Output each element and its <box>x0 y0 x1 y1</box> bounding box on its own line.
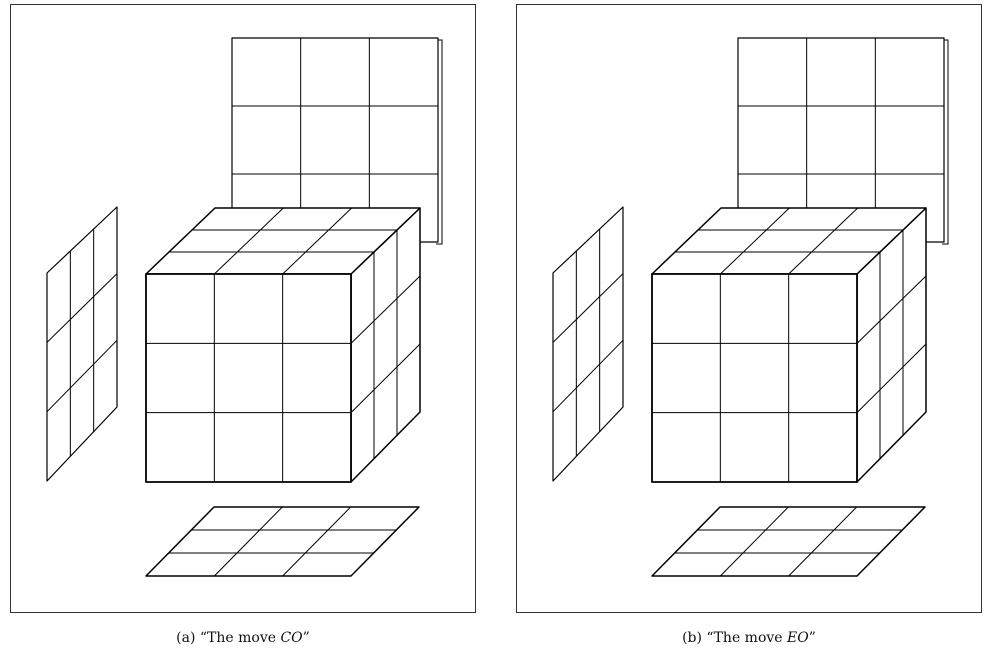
back-face-edge-a <box>436 39 443 245</box>
caption-b-move: EO <box>787 630 809 646</box>
caption-a: (a) “The move CO” <box>10 630 476 646</box>
panel-b-diagram <box>552 37 949 577</box>
cube-front-face-b <box>651 273 858 483</box>
cube-front-face-b-outline <box>651 273 858 483</box>
back-face-b <box>737 37 945 243</box>
cube-front-face-a-outline <box>145 273 352 483</box>
cube-top-face-b-col-line <box>788 207 859 275</box>
cube-right-face-b <box>856 207 927 483</box>
bottom-face-b-col-line <box>788 506 858 577</box>
left-face-b-outline <box>552 206 624 482</box>
bottom-face-b-col-line <box>719 506 789 577</box>
back-face-edge-b <box>942 39 949 245</box>
caption-b: (b) “The move EO” <box>516 630 982 646</box>
left-face-a <box>46 206 118 482</box>
cube-top-face-a <box>145 207 421 275</box>
left-face-a-col-line <box>46 273 118 343</box>
caption-a-move: CO <box>280 630 303 646</box>
caption-a-prefix: (a) “The move <box>176 630 281 646</box>
cube-right-face-b-row-line <box>856 275 927 344</box>
left-face-a-col-line <box>46 339 118 413</box>
caption-b-prefix: (b) “The move <box>682 630 788 646</box>
cube-top-face-a-col-line <box>213 207 284 275</box>
cube-right-face-a-row-line <box>350 343 421 414</box>
left-face-b <box>552 206 624 482</box>
bottom-face-a-col-line <box>282 506 352 577</box>
cube-right-face-b-row-line <box>856 343 927 414</box>
bottom-face-a-outline <box>145 506 420 577</box>
cube-top-face-a-col-line <box>282 207 353 275</box>
caption-b-suffix: ” <box>808 630 816 646</box>
cube-top-face-b <box>651 207 927 275</box>
left-face-a-outline <box>46 206 118 482</box>
bottom-face-b-outline <box>651 506 926 577</box>
panel-a-diagram <box>46 37 443 577</box>
cube-top-face-b-col-line <box>719 207 790 275</box>
bottom-face-a-col-line <box>213 506 283 577</box>
left-face-b-col-line <box>552 339 624 413</box>
bottom-face-a <box>145 506 420 577</box>
bottom-face-b <box>651 506 926 577</box>
cube-front-face-a <box>145 273 352 483</box>
back-face-a <box>231 37 439 243</box>
left-face-b-col-line <box>552 273 624 343</box>
caption-a-suffix: ” <box>302 630 310 646</box>
cube-right-face-a-row-line <box>350 275 421 344</box>
